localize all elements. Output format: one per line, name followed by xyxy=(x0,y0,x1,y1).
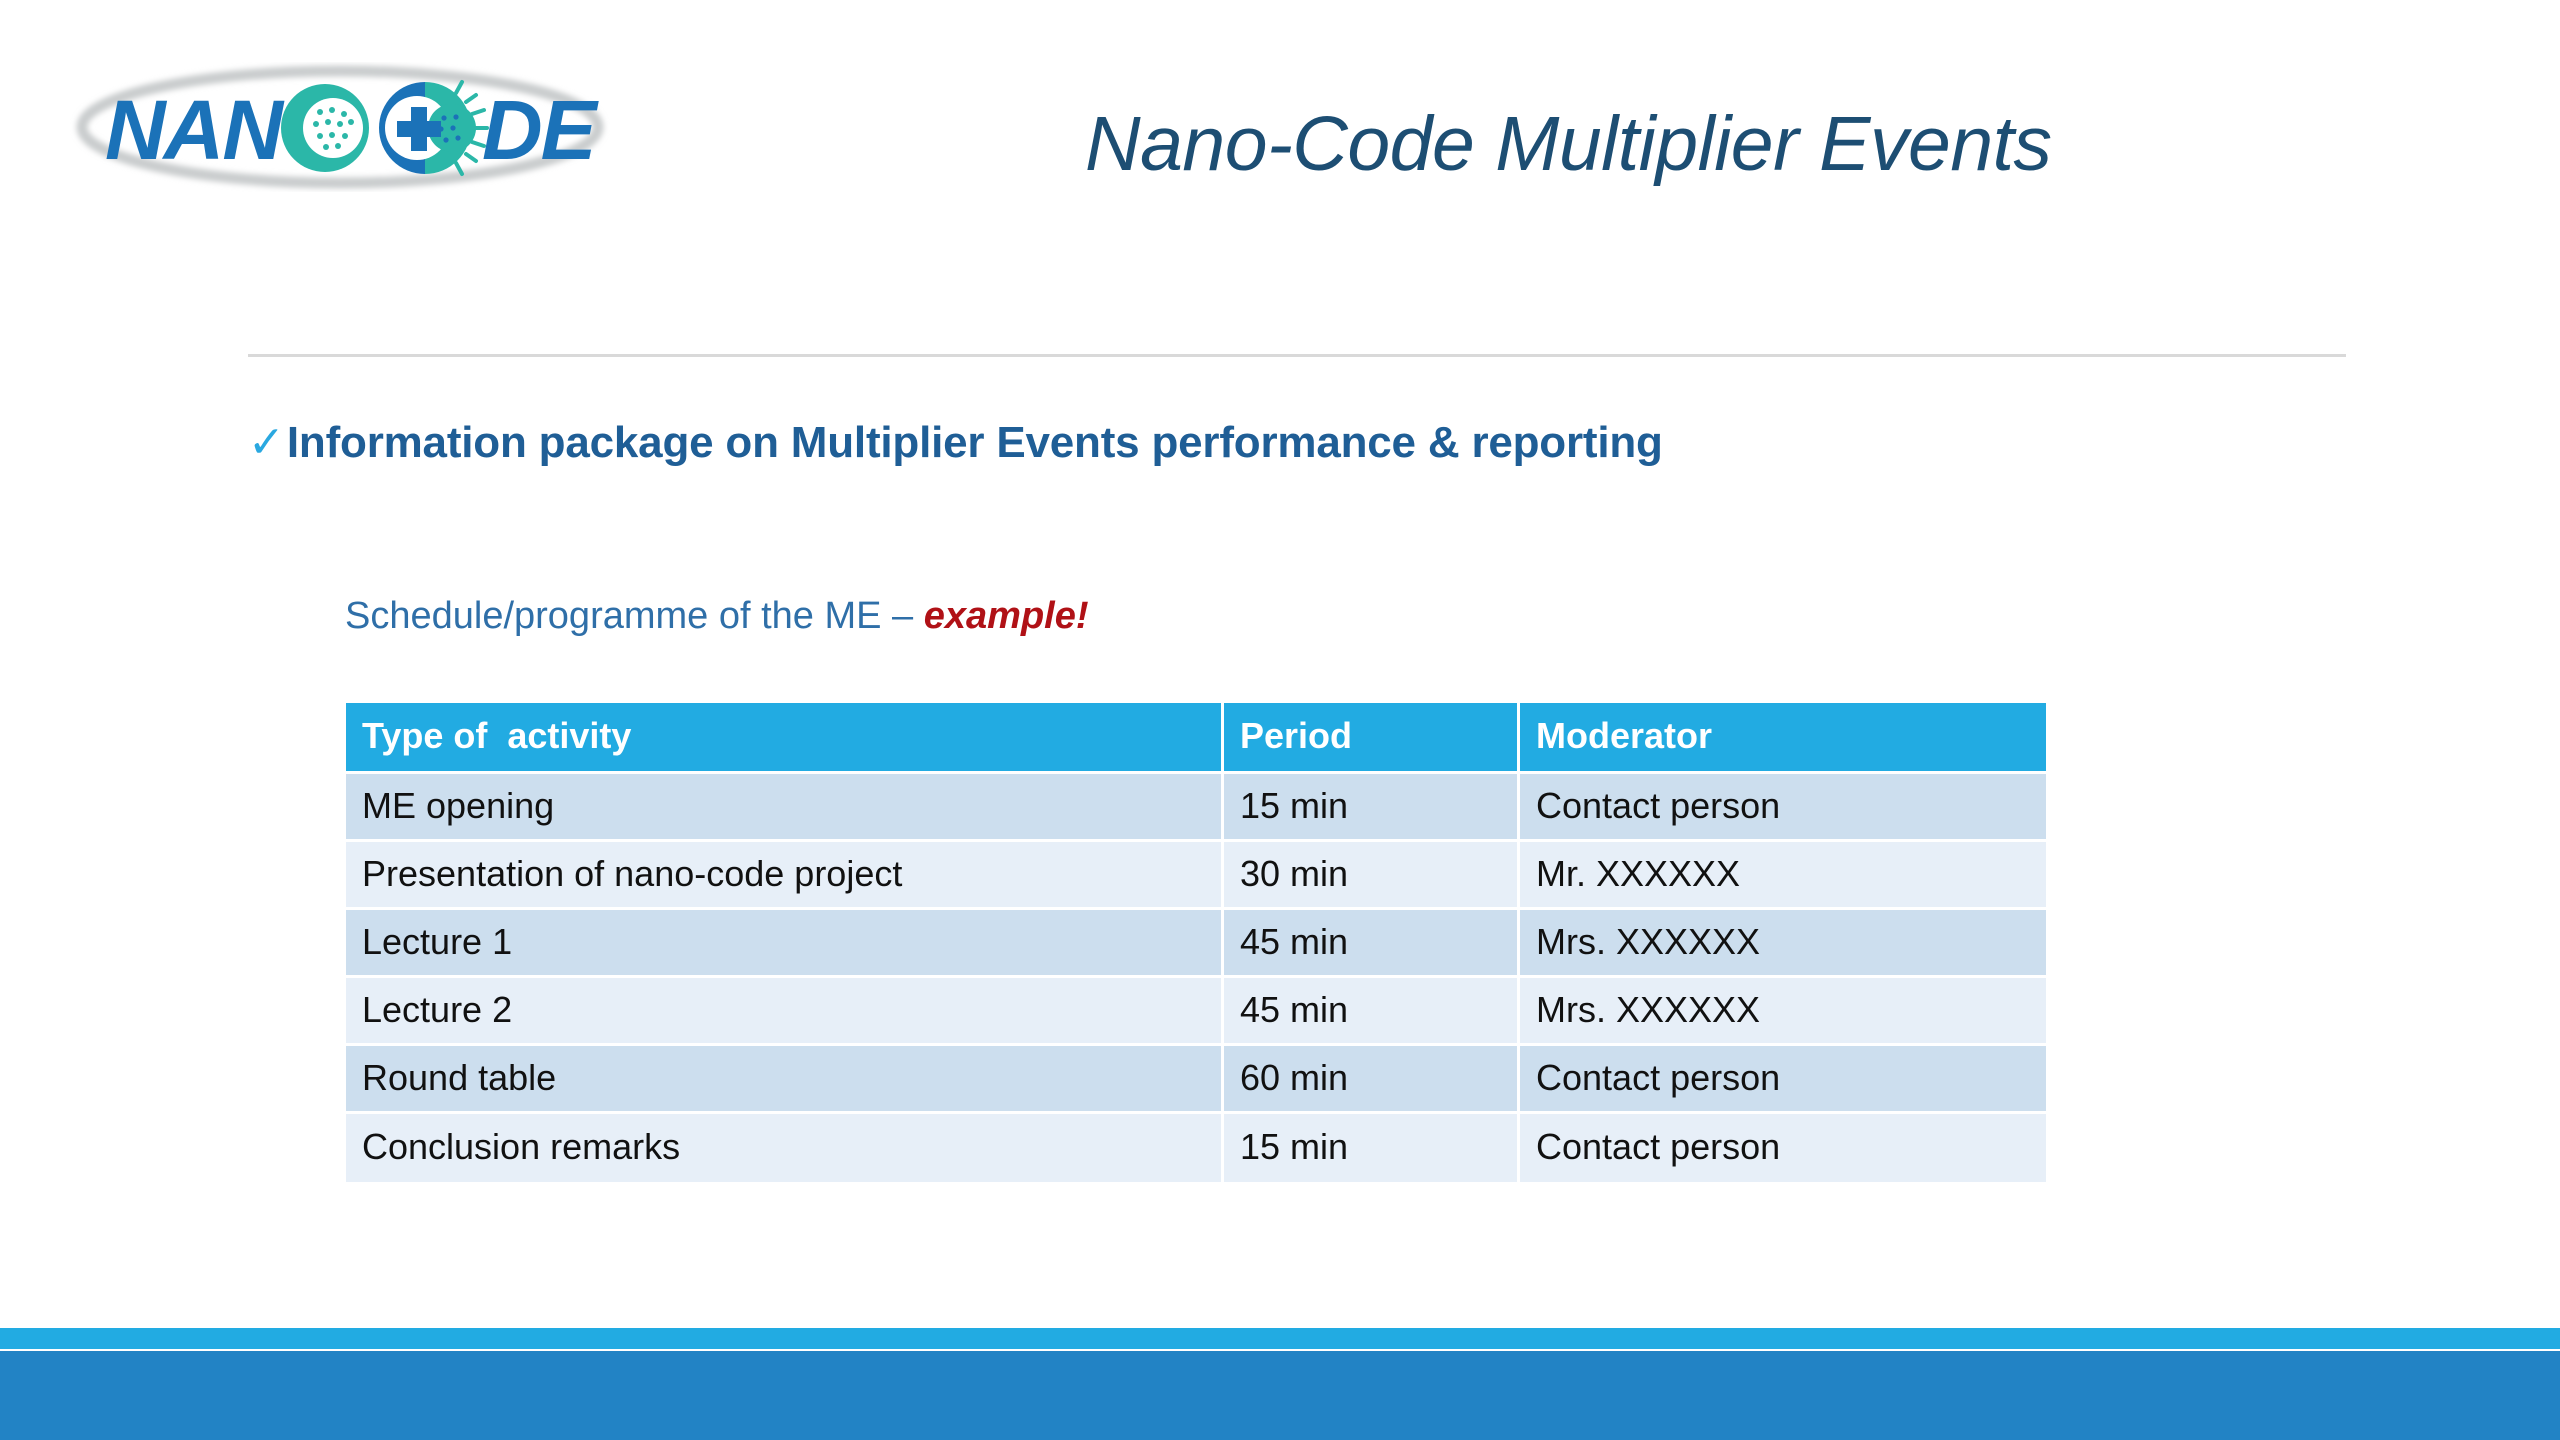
cell-moderator: Mrs. XXXXXX xyxy=(1520,978,2046,1046)
cell-moderator: Mr. XXXXXX xyxy=(1520,842,2046,910)
table-row: Round table 60 min Contact person xyxy=(346,1046,2046,1114)
footer-accent-bar xyxy=(0,1328,2560,1349)
table-body: ME opening 15 min Contact person Present… xyxy=(346,774,2046,1182)
cell-activity: Lecture 1 xyxy=(346,910,1224,978)
bullet-heading-text: Information package on Multiplier Events… xyxy=(286,418,1663,467)
svg-text:NAN: NAN xyxy=(105,83,285,177)
cell-moderator: Contact person xyxy=(1520,1046,2046,1114)
table-row: Lecture 2 45 min Mrs. XXXXXX xyxy=(346,978,2046,1046)
table-row: Conclusion remarks 15 min Contact person xyxy=(346,1114,2046,1182)
table-header-row: Type of activity Period Moderator xyxy=(346,703,2046,774)
cell-activity: Round table xyxy=(346,1046,1224,1114)
cell-period: 45 min xyxy=(1224,910,1520,978)
schedule-subheading-prefix: Schedule/programme of the ME – xyxy=(345,595,924,637)
cell-moderator: Mrs. XXXXXX xyxy=(1520,910,2046,978)
cell-period: 15 min xyxy=(1224,774,1520,842)
column-header-period: Period xyxy=(1224,703,1520,774)
page-title: Nano-Code Multiplier Events xyxy=(1085,101,2052,187)
check-icon: ✓ xyxy=(248,418,285,467)
column-header-activity: Type of activity xyxy=(346,703,1224,774)
cell-activity: Conclusion remarks xyxy=(346,1114,1224,1182)
svg-text:DE: DE xyxy=(482,83,600,177)
cell-period: 45 min xyxy=(1224,978,1520,1046)
cell-activity: ME opening xyxy=(346,774,1224,842)
table-row: Lecture 1 45 min Mrs. XXXXXX xyxy=(346,910,2046,978)
header-divider xyxy=(248,354,2346,357)
table-row: Presentation of nano-code project 30 min… xyxy=(346,842,2046,910)
schedule-subheading: Schedule/programme of the ME – example! xyxy=(345,595,1089,638)
cell-period: 60 min xyxy=(1224,1046,1520,1114)
table-header: Type of activity Period Moderator xyxy=(346,703,2046,774)
cell-period: 15 min xyxy=(1224,1114,1520,1182)
cell-moderator: Contact person xyxy=(1520,1114,2046,1182)
column-header-moderator: Moderator xyxy=(1520,703,2046,774)
cell-period: 30 min xyxy=(1224,842,1520,910)
cell-moderator: Contact person xyxy=(1520,774,2046,842)
schedule-table: Type of activity Period Moderator ME ope… xyxy=(346,703,2046,1182)
footer-bar xyxy=(0,1351,2560,1440)
cell-activity: Lecture 2 xyxy=(346,978,1224,1046)
bullet-heading: ✓ Information package on Multiplier Even… xyxy=(248,418,1663,468)
nanocode-logo: NAN DE xyxy=(70,62,610,192)
schedule-subheading-accent: example! xyxy=(923,595,1089,637)
schedule-table-wrapper: Type of activity Period Moderator ME ope… xyxy=(346,703,2046,1182)
cell-activity: Presentation of nano-code project xyxy=(346,842,1224,910)
table-row: ME opening 15 min Contact person xyxy=(346,774,2046,842)
